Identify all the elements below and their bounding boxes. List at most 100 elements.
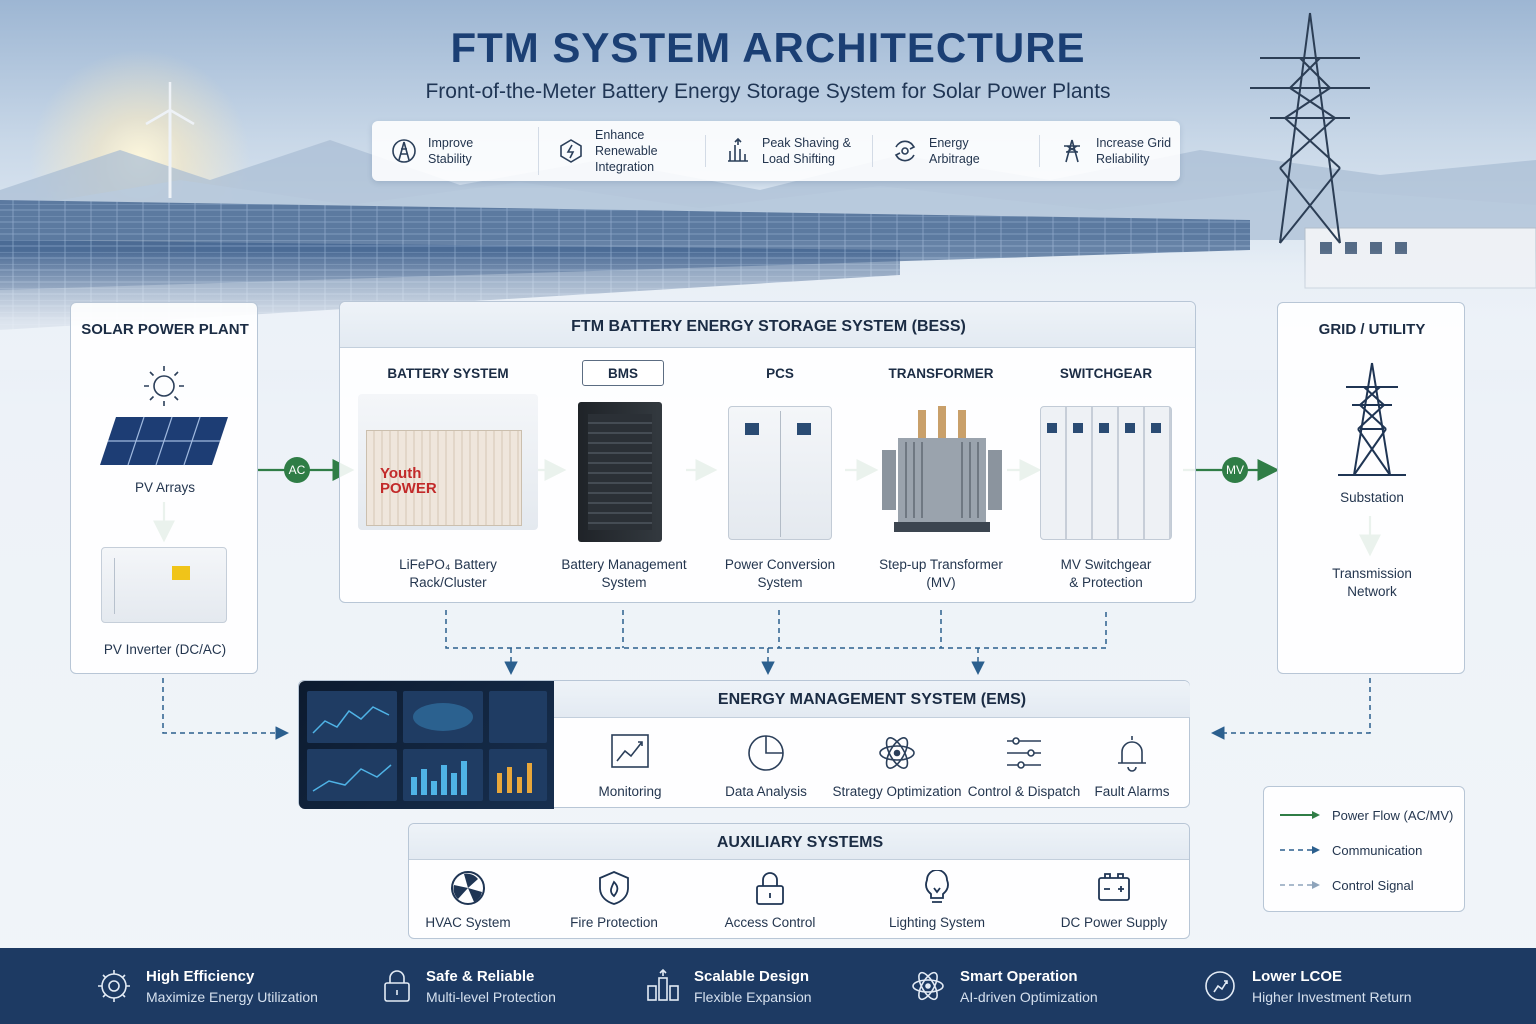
- solar-plant-title: SOLAR POWER PLANT: [81, 321, 249, 338]
- benefit-item: Increase Grid Reliability: [1039, 135, 1206, 167]
- transmission-network-label: Transmission Network: [1332, 566, 1412, 599]
- control-dispatch-icon: [1007, 737, 1041, 769]
- wind-turbine-backdrop: [145, 82, 195, 198]
- pcs-caption: Power Conversion System: [724, 557, 836, 590]
- battery-system-title: BATTERY SYSTEM: [387, 366, 509, 381]
- bess-title: FTM BATTERY ENERGY STORAGE SYSTEM (BESS): [571, 318, 966, 335]
- transformer-title: TRANSFORMER: [888, 366, 994, 381]
- transmission-tower-icon: [1338, 362, 1406, 476]
- ems-function-item: Data Analysis: [701, 733, 831, 803]
- battery-caption: LiFePO₄ Battery Rack/Cluster: [399, 557, 497, 590]
- benefit-item: Energy Arbitrage: [872, 135, 1039, 167]
- aux-item: HVAC System: [413, 868, 523, 936]
- bess-panel: FTM BATTERY ENERGY STORAGE SYSTEM (BESS)…: [339, 301, 1196, 603]
- ems-function-label: Control & Dispatch: [967, 784, 1081, 799]
- footer-bar: High Efficiency Maximize Energy Utilizat…: [0, 948, 1536, 1024]
- aux-header: [409, 824, 1189, 860]
- hvac-fan-icon: [451, 871, 485, 905]
- pcs-cabinet-image: [728, 406, 832, 540]
- footer-item: Lower LCOE Higher Investment Return: [1202, 948, 1412, 1024]
- aux-item: Lighting System: [877, 868, 997, 936]
- bms-title: BMS: [608, 366, 638, 381]
- switchgear-image: [1040, 406, 1172, 540]
- battery-brand-label: Youth POWER: [380, 465, 437, 497]
- benefit-item: Improve Stability: [372, 135, 538, 167]
- ems-header: [554, 681, 1190, 718]
- efficiency-icon: [98, 970, 130, 1002]
- scalable-icon: [647, 968, 679, 1001]
- substation-label: Substation: [1340, 490, 1404, 505]
- legend-label: Control Signal: [1332, 878, 1414, 893]
- footer-subtitle: Flexible Expansion: [694, 988, 812, 1005]
- pv-inverter-image: [101, 547, 227, 623]
- bess-header: [340, 302, 1195, 348]
- footer-subtitle: AI-driven Optimization: [960, 988, 1098, 1005]
- footer-item: Scalable Design Flexible Expansion: [646, 948, 812, 1024]
- benefit-label: Peak Shaving & Load Shifting: [762, 136, 851, 166]
- data-analysis-icon: [748, 735, 784, 771]
- battery-supply-icon: [1098, 873, 1130, 901]
- footer-title: Lower LCOE: [1252, 967, 1343, 985]
- sun-icon: [144, 366, 184, 406]
- ems-function-item: Monitoring: [565, 733, 695, 803]
- auxiliary-systems-panel: AUXILIARY SYSTEMS HVAC System Fire Prote…: [408, 823, 1190, 939]
- aux-item: Fire Protection: [559, 868, 669, 936]
- ems-function-item: Control & Dispatch: [959, 733, 1089, 803]
- aux-label: Fire Protection: [570, 915, 658, 930]
- footer-title: Safe & Reliable: [426, 967, 535, 985]
- transformer-image: [882, 406, 1002, 532]
- benefit-label: Improve Stability: [428, 136, 474, 166]
- transmission-tower-backdrop: [1250, 12, 1370, 244]
- benefit-label: Enhance Renewable Integration: [595, 128, 658, 174]
- safety-lock-icon: [384, 970, 410, 1002]
- bms-cabinet-image: [578, 402, 662, 542]
- monitoring-icon: [611, 734, 649, 768]
- switchgear-title: SWITCHGEAR: [1059, 366, 1153, 381]
- legend-label: Communication: [1332, 843, 1423, 858]
- stability-icon: [392, 139, 416, 163]
- energy-arbitrage-icon: [894, 140, 916, 162]
- grid-utility-panel: GRID / UTILITY Substation Transmission N…: [1277, 302, 1465, 674]
- solar-power-plant-panel: SOLAR POWER PLANT PV Arrays PV Inverter …: [70, 302, 258, 674]
- grid-title: GRID / UTILITY: [1318, 321, 1426, 338]
- aux-title: AUXILIARY SYSTEMS: [716, 834, 884, 851]
- pv-inverter-label: PV Inverter (DC/AC): [103, 642, 227, 657]
- footer-title: High Efficiency: [146, 967, 255, 985]
- ems-function-item: Strategy Optimization: [827, 733, 967, 803]
- footer-item: Safe & Reliable Multi-level Protection: [382, 948, 556, 1024]
- benefit-label: Energy Arbitrage: [929, 136, 980, 166]
- legend-panel: Power Flow (AC/MV) Communication Control…: [1263, 786, 1465, 912]
- ems-panel: ENERGY MANAGEMENT SYSTEM (EMS) Monitorin…: [298, 680, 1190, 809]
- legend-communication-line: [1280, 846, 1320, 854]
- ems-function-label: Strategy Optimization: [832, 784, 962, 799]
- ac-connector-badge: AC: [284, 457, 310, 483]
- battery-container-image: Youth POWER: [358, 394, 538, 530]
- switchgear-caption: MV Switchgear & Protection: [1060, 557, 1152, 590]
- mv-connector-badge: MV: [1222, 457, 1248, 483]
- transformer-caption: Step-up Transformer (MV): [879, 557, 1003, 590]
- ems-function-label: Monitoring: [598, 784, 662, 799]
- benefit-item: Peak Shaving & Load Shifting: [705, 135, 872, 167]
- pv-array-image: [100, 416, 228, 466]
- aux-item: DC Power Supply: [1049, 868, 1179, 936]
- aux-label: DC Power Supply: [1060, 915, 1168, 930]
- page-subtitle: Front-of-the-Meter Battery Energy Storag…: [425, 80, 1111, 103]
- lightbulb-icon: [925, 870, 949, 903]
- pcs-title: PCS: [766, 366, 794, 381]
- page-title: FTM SYSTEM ARCHITECTURE: [450, 24, 1086, 71]
- ems-function-label: Data Analysis: [725, 784, 807, 799]
- footer-item: Smart Operation AI-driven Optimization: [910, 948, 1098, 1024]
- legend-label: Power Flow (AC/MV): [1332, 808, 1454, 823]
- access-lock-icon: [756, 872, 784, 905]
- footer-subtitle: Higher Investment Return: [1252, 988, 1412, 1005]
- smart-operation-icon: [912, 971, 944, 1001]
- pv-arrays-label: PV Arrays: [134, 480, 196, 495]
- ems-title: ENERGY MANAGEMENT SYSTEM (EMS): [717, 691, 1027, 708]
- footer-subtitle: Maximize Energy Utilization: [146, 988, 318, 1005]
- renewable-integration-icon: [560, 139, 582, 163]
- footer-item: High Efficiency Maximize Energy Utilizat…: [96, 948, 318, 1024]
- footer-subtitle: Multi-level Protection: [426, 988, 556, 1005]
- aux-label: Access Control: [724, 915, 816, 930]
- aux-label: Lighting System: [888, 915, 986, 930]
- strategy-optimization-icon: [879, 737, 915, 769]
